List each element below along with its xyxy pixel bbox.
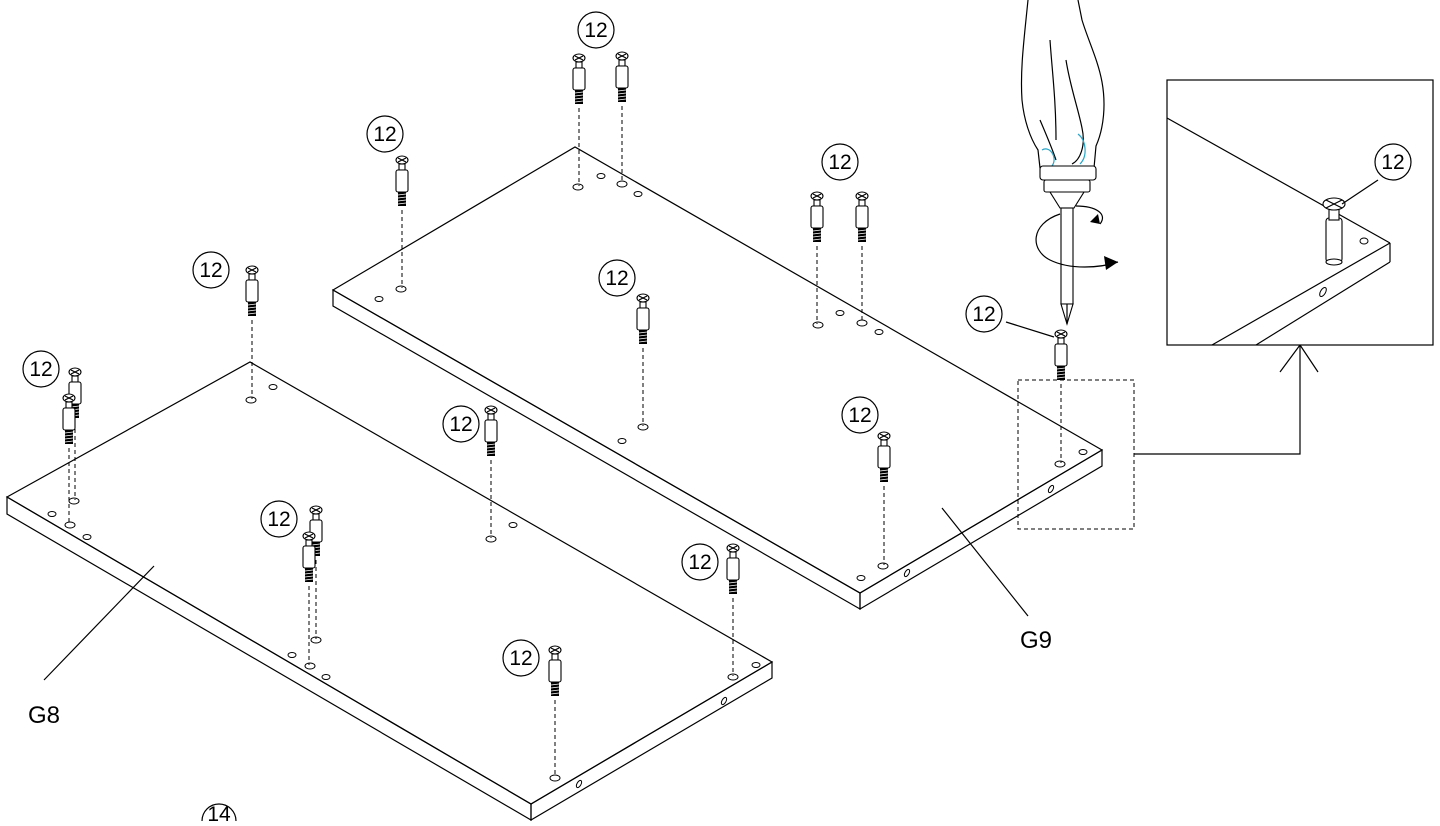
detail-arrow-icon [1279,344,1319,373]
callout-circle: 12 [598,259,636,297]
partial-callout-14: 14 [201,803,237,826]
callout-circle: 12 [192,251,230,289]
screw-icon [395,155,409,288]
magnifier-frame-icon [1166,79,1434,346]
callout-circle: 12 [681,543,719,581]
callout-circle: 12 [821,143,859,181]
screw-icon [302,531,316,665]
callout-number: 12 [449,413,472,436]
screw-icon [855,191,869,322]
detail-connector [1134,345,1301,455]
callout-number: 12 [199,259,222,282]
callout-number: 12 [373,123,396,146]
callout-number: 12 [605,267,628,290]
callout-number: 12 [1381,151,1404,174]
screw-icon [877,431,891,565]
callout-number: 12 [584,19,607,42]
callout-number: 12 [267,508,290,531]
callout-number: 12 [828,151,851,174]
callout-circle: 12 [502,639,540,677]
screw-icon [636,293,650,426]
callout-circle: 12 [366,115,404,153]
detail-focus-box [1017,379,1135,530]
label-g8: G8 [28,702,60,729]
screw-icon [726,543,740,676]
screw-icon [484,405,498,538]
callout-number: 12 [972,303,995,326]
rotation-arrow-icon [1035,205,1119,270]
callout-circle: 12 [577,11,615,49]
screwdriver-icon [1039,165,1097,326]
callout-circle: 12 [442,405,480,443]
panel-g9 [331,146,1104,611]
callout-circle: 12 [841,396,879,434]
callout-circle: 12 [965,295,1003,333]
screw-icon [62,393,76,524]
screw-icon [1054,329,1068,463]
svg-text:14: 14 [207,803,231,821]
callout-number: 12 [688,551,711,574]
part-callouts: 12 12 12 12 12 12 12 12 12 12 12 12 12 [22,11,1412,677]
panel-g8 [5,361,774,822]
screw-icon [245,265,259,399]
callout-circle: 12 [260,500,298,538]
label-g9: G9 [1020,627,1052,654]
callout-number: 12 [509,647,532,670]
callout-number: 12 [848,404,871,427]
callout-circle: 12 [1374,143,1412,181]
screw-icon [548,645,562,777]
screw-icon [810,191,824,324]
screw-icon [615,51,629,183]
leader-lines [43,321,1055,681]
cam-screws [62,51,1068,777]
callout-number: 12 [29,358,52,381]
screw-icon [572,53,586,186]
hand-icon [1020,0,1105,169]
callout-circle: 12 [22,350,60,388]
